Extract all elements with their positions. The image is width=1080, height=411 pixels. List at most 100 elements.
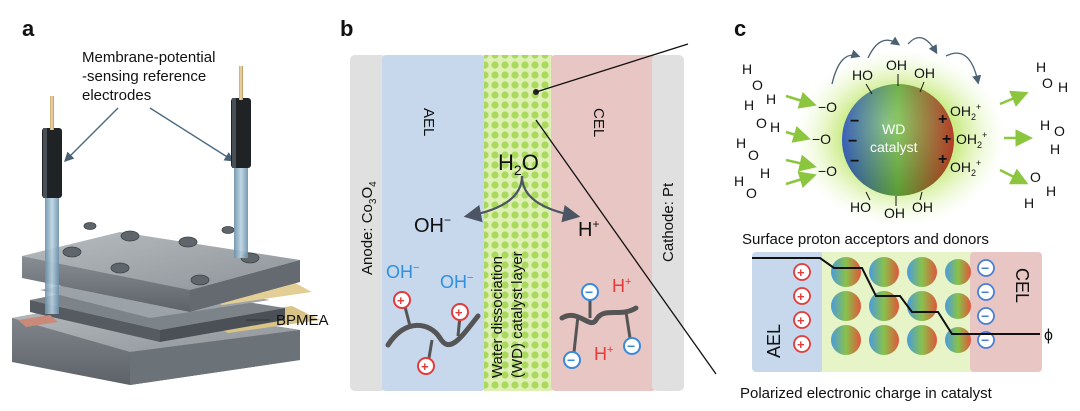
reference-electrode-left [42,96,62,314]
svg-text:O: O [1054,123,1065,139]
schematic-cel-label: CEL [1012,268,1032,303]
oh-ion-2: OH− [440,272,473,292]
ael-fixed-charges [393,291,469,375]
cathode-label: Cathode: Pt [660,182,677,262]
svg-text:O: O [756,115,767,131]
svg-text:H: H [736,135,746,151]
surface-caption: Surface proton acceptors and donors [742,231,989,248]
incoming-water-arrows [785,91,817,189]
panel-b: b Anode: Co3O4 AEL Water dissociation (W… [340,16,717,391]
bpmea-label: BPMEA [276,312,329,329]
schematic-plus-charges [793,263,811,353]
anode-label-text: Anode: Co [359,204,376,275]
svg-text:OH: OH [912,199,933,215]
outgoing-water-arrows [999,90,1033,185]
svg-text:+: + [942,131,951,148]
svg-text:+: + [797,337,805,352]
polarized-catalyst-particles [831,257,971,355]
top-hydroxyls: HO OH OH [852,57,935,95]
phi-label: ϕ [1044,327,1053,344]
catalyst-label-line2: catalyst [870,139,918,155]
svg-text:H: H [760,165,770,181]
potential-profile-line [752,257,1040,335]
svg-text:H: H [742,61,752,77]
svg-text:H: H [1046,183,1056,199]
panel-a: a Membrane-potential -sensing reference … [12,16,329,385]
svg-text:−O: −O [818,99,837,115]
left-oxide-sites: −O−O−O [812,99,837,179]
oh-ion-1: OH− [386,262,419,282]
svg-text:−: − [850,113,859,130]
svg-text:H: H [1058,79,1068,95]
svg-text:−: − [981,308,989,324]
svg-text:H: H [1040,117,1050,133]
svg-text:O: O [748,147,759,163]
ael-label: AEL [420,108,437,136]
wd-catalyst-layer [484,55,552,391]
svg-text:H: H [770,119,780,135]
svg-text:+: + [797,265,805,280]
svg-text:HO: HO [852,67,873,83]
cathode-layer [652,55,684,391]
svg-text:O: O [752,77,763,93]
svg-text:H: H [1036,59,1046,75]
proton-hopping-arrows [831,36,982,85]
electrode-callout-line3: electrodes [82,87,151,104]
sphere-surface-charges: − − − + + + [848,111,951,170]
schematic-ael-label: AEL [764,324,784,358]
svg-text:+: + [421,359,429,374]
svg-text:+: + [455,305,463,320]
polarized-caption: Polarized electronic charge in catalyst [740,385,993,402]
svg-text:+: + [797,289,805,304]
svg-text:O: O [1030,169,1041,185]
panel-a-letter: a [22,16,35,41]
cel-fixed-charges [563,283,641,369]
svg-text:−: − [567,352,575,368]
svg-text:−: − [585,284,593,300]
reference-electrode-right [231,66,251,258]
cel-layer [551,55,656,391]
svg-text:−O: −O [812,131,831,147]
svg-text:O: O [746,185,757,201]
zoom-line-bottom [535,119,717,375]
svg-text:H: H [1050,141,1060,157]
zoom-line-top [535,43,689,93]
svg-text:−: − [981,284,989,300]
catalyst-label-line1: WD [882,121,905,137]
svg-text:−: − [850,153,859,170]
svg-text:H: H [766,91,776,107]
electrode-callout-line2: -sensing reference [82,68,206,85]
schematic-minus-charges [977,259,995,349]
svg-text:OH: OH [884,205,905,221]
svg-text:+: + [938,151,947,168]
electrode-callout-line1: Membrane-potential [82,49,215,66]
arrow-to-proton [520,175,581,223]
svg-text:OH: OH [914,65,935,81]
svg-text:−: − [848,133,857,150]
svg-text:H: H [744,97,754,113]
callout-arrow-right [149,107,235,162]
svg-text:+: + [397,293,405,308]
svg-text:OH: OH [886,57,907,73]
cel-polymer-chain [559,305,639,325]
cel-label: CEL [590,108,607,137]
wd-layer-label-line1: Water dissociation [489,256,506,378]
svg-text:−: − [981,260,989,276]
svg-text:+: + [938,111,947,128]
ael-polymer-chain [385,313,481,348]
svg-text:H: H [734,173,744,189]
callout-arrow-left [64,107,119,162]
panel-c-letter: c [734,16,746,41]
svg-text:O: O [1042,75,1053,91]
anode-layer [350,55,386,391]
svg-text:−: − [981,332,989,348]
panel-b-letter: b [340,16,353,41]
wd-layer-label-line2: (WD) catalyst layer [509,251,526,378]
anode-label: Anode: Co3O4 [359,181,379,275]
svg-text:+: + [797,313,805,328]
